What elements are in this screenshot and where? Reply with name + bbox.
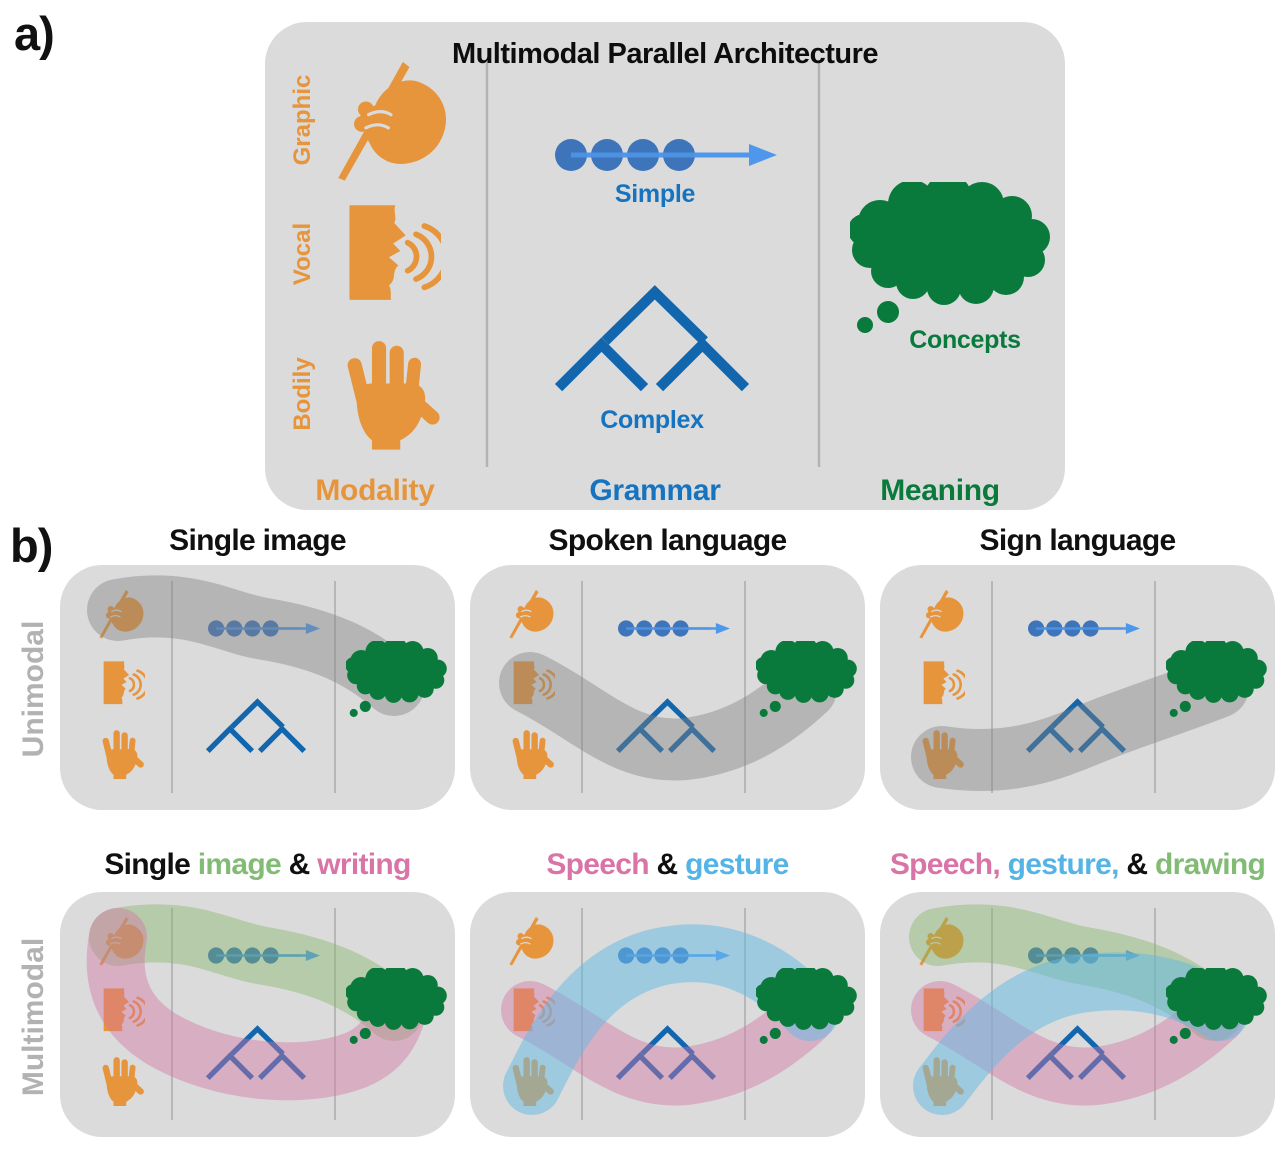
writing-hand-icon	[508, 589, 555, 639]
mini-panel	[60, 892, 455, 1137]
title-segment: &	[648, 848, 686, 881]
title-segment: Speech,	[889, 848, 1001, 881]
modality-label-vocal: Vocal	[289, 222, 316, 286]
mini-panel-title: Speech & gesture	[470, 848, 865, 882]
title-segment: writing	[317, 848, 411, 881]
modality-label-graphic: Graphic	[289, 74, 316, 166]
modality-label-bodily: Bodily	[289, 357, 316, 431]
simple-sequence-icon	[555, 139, 777, 171]
mini-panel-title: Single image	[60, 524, 455, 558]
speaking-face-icon	[922, 660, 965, 706]
mini-panel	[880, 565, 1275, 810]
simple-label: Simple	[614, 180, 696, 208]
mini-panel	[470, 565, 865, 810]
speaking-face-icon	[349, 205, 446, 300]
simple-sequence-icon	[616, 619, 731, 638]
speaking-face-icon	[102, 660, 145, 706]
row-label-unimodal: Unimodal	[17, 620, 50, 758]
simple-sequence-icon	[1026, 619, 1141, 638]
row-label-multimodal: Multimodal	[17, 937, 50, 1097]
column-label-meaning: Meaning	[880, 474, 1000, 507]
title-segment: gesture,	[1007, 848, 1120, 881]
open-hand-icon	[101, 1057, 146, 1106]
title-segment: drawing	[1155, 848, 1266, 881]
title-segment: &	[281, 848, 318, 881]
complex-tree-icon	[559, 292, 746, 387]
column-label-modality: Modality	[315, 474, 435, 507]
writing-hand-icon	[508, 916, 555, 966]
writing-hand-icon	[918, 589, 965, 639]
title-segment: Sign language	[979, 524, 1177, 557]
mini-panel-title: Single image & writing	[60, 848, 455, 882]
open-hand-icon	[346, 341, 443, 450]
column-label-grammar: Grammar	[589, 474, 721, 507]
mini-panel-title: Sign language	[880, 524, 1275, 558]
panel-a-label: a)	[14, 7, 55, 60]
panel-b-label: b)	[10, 519, 53, 572]
title-segment: &	[1118, 848, 1156, 881]
mini-panel-title: Spoken language	[470, 524, 865, 558]
title-segment: image	[197, 848, 282, 881]
title-segment: Single image	[169, 524, 346, 557]
panel-a-graphics	[336, 60, 1050, 467]
concepts-label: Concepts	[909, 326, 1021, 354]
panel-a-title: Multimodal Parallel Architecture	[451, 38, 879, 70]
complex-label: Complex	[600, 406, 704, 434]
mini-panel	[880, 892, 1275, 1137]
complex-tree-icon	[208, 702, 304, 751]
open-hand-icon	[511, 730, 556, 779]
highlight-band-bodily-complex	[911, 656, 1249, 791]
open-hand-icon	[101, 730, 146, 779]
mini-panel-title: Speech, gesture, & drawing	[880, 848, 1275, 882]
writing-hand-icon	[336, 60, 448, 182]
title-segment	[1000, 848, 1008, 881]
mini-panel	[60, 565, 455, 810]
highlight-band-vocal-complex	[499, 652, 837, 781]
title-segment: Speech	[546, 848, 649, 881]
title-segment: Spoken language	[548, 524, 788, 557]
title-segment: Single	[104, 848, 198, 881]
mini-panel	[470, 892, 865, 1137]
title-segment: gesture	[685, 848, 789, 881]
concepts-cloud-icon	[850, 182, 1050, 333]
highlight-band-graphic-complex	[86, 908, 425, 1101]
multimodal-parallel-architecture-panel: Multimodal Parallel Architecture Graphic…	[265, 22, 1065, 510]
